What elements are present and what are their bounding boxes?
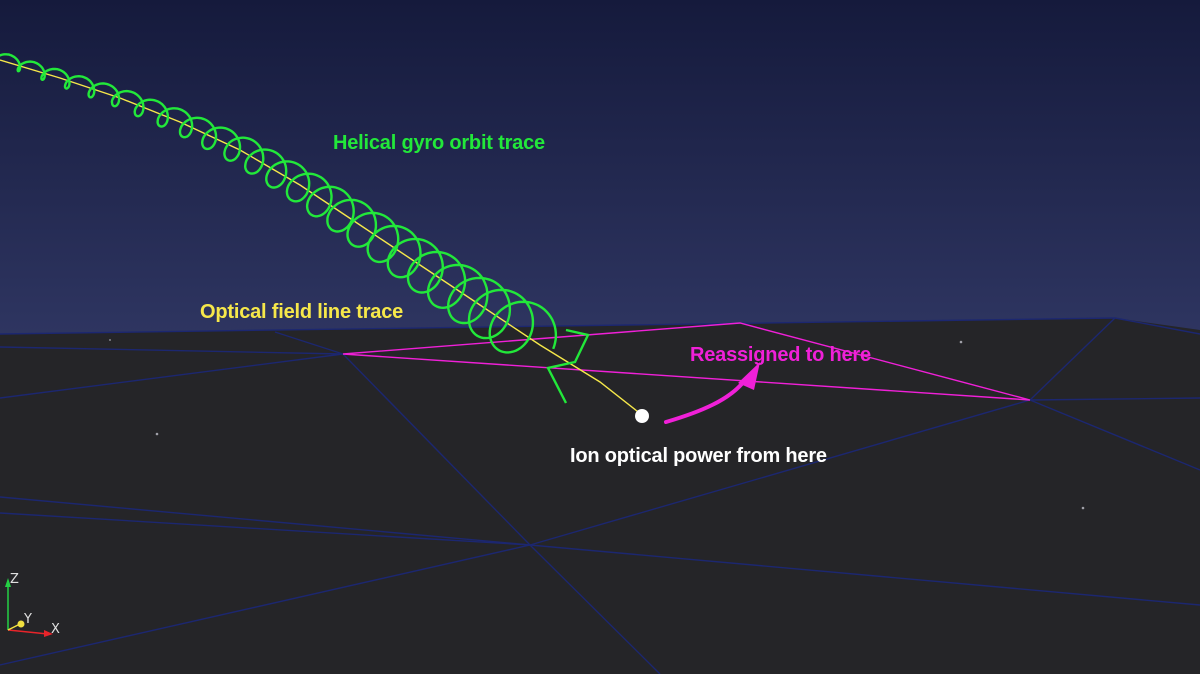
axis-z-arrow [5,578,11,587]
origin-point[interactable] [635,409,649,423]
orientation-axes[interactable]: Z Y X [5,572,60,637]
helix-path [0,53,558,354]
axis-x-label: X [51,622,60,637]
scatter-dots [109,339,1085,510]
axis-z-label: Z [10,572,19,587]
helical-orbit-label: Helical gyro orbit trace [333,132,545,154]
reassign-arrow [664,362,760,424]
reassigned-cell [342,322,1031,401]
helical-orbit-trace [0,53,590,404]
field-line-label: Optical field line trace [200,301,403,323]
ground-plane [0,318,1200,674]
reassigned-label: Reassigned to here [690,344,871,366]
origin-label: Ion optical power from here [570,445,827,467]
sky-background [0,0,1200,345]
axis-x-arrow [44,630,53,637]
ground-mesh [0,317,1200,674]
helix-tail [546,328,590,404]
axis-y-label: Y [23,612,32,627]
axis-y-dot [17,620,25,628]
axis-x-line [7,629,49,635]
